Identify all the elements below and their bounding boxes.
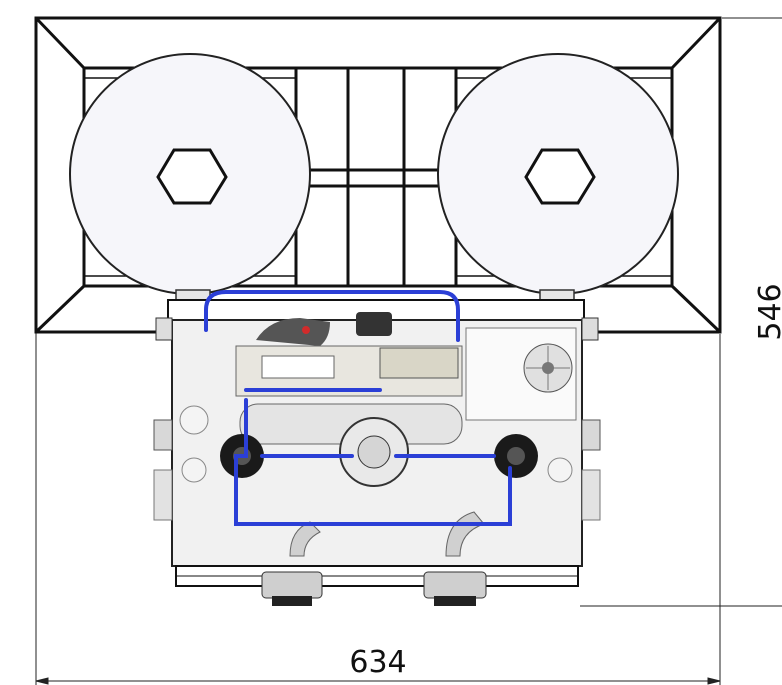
side-fitting — [153, 469, 173, 521]
frame-brace — [34, 16, 86, 70]
pump-unit — [153, 299, 601, 587]
motor-cover — [256, 318, 330, 346]
pump-motor-hub — [507, 447, 525, 465]
height-dimension-label: 546 — [753, 283, 782, 340]
hex-nut-icon — [524, 148, 596, 205]
hose-reel-right — [437, 53, 679, 295]
arrowhead-left — [35, 677, 49, 685]
hose-loop — [204, 290, 460, 342]
filler-cap — [356, 312, 392, 336]
frame-brace — [34, 284, 86, 334]
wheel-icon — [261, 571, 323, 606]
gauge — [547, 457, 573, 483]
gauge — [181, 457, 207, 483]
side-fitting — [581, 419, 601, 451]
strainer-core — [357, 435, 391, 469]
side-fitting — [153, 419, 173, 451]
wheel-icon — [423, 571, 487, 606]
arrowhead-right — [707, 677, 721, 685]
hose-reel-left — [69, 53, 311, 295]
hose-line — [234, 398, 512, 526]
terminal-strip — [261, 355, 335, 379]
hex-nut-icon — [156, 148, 228, 205]
outlet-elbow — [289, 521, 321, 557]
gauge — [179, 405, 209, 435]
frame-brace — [670, 284, 722, 334]
side-fitting — [155, 317, 173, 341]
fan-icon — [523, 343, 573, 393]
hose-lines — [204, 290, 512, 526]
terminal-strip — [379, 347, 459, 379]
side-fitting — [581, 469, 601, 521]
frame-brace — [670, 16, 722, 70]
width-dimension-label: 634 — [349, 645, 406, 680]
dimension-lines — [35, 17, 782, 685]
side-fitting — [581, 317, 599, 341]
indicator-light — [302, 326, 310, 334]
